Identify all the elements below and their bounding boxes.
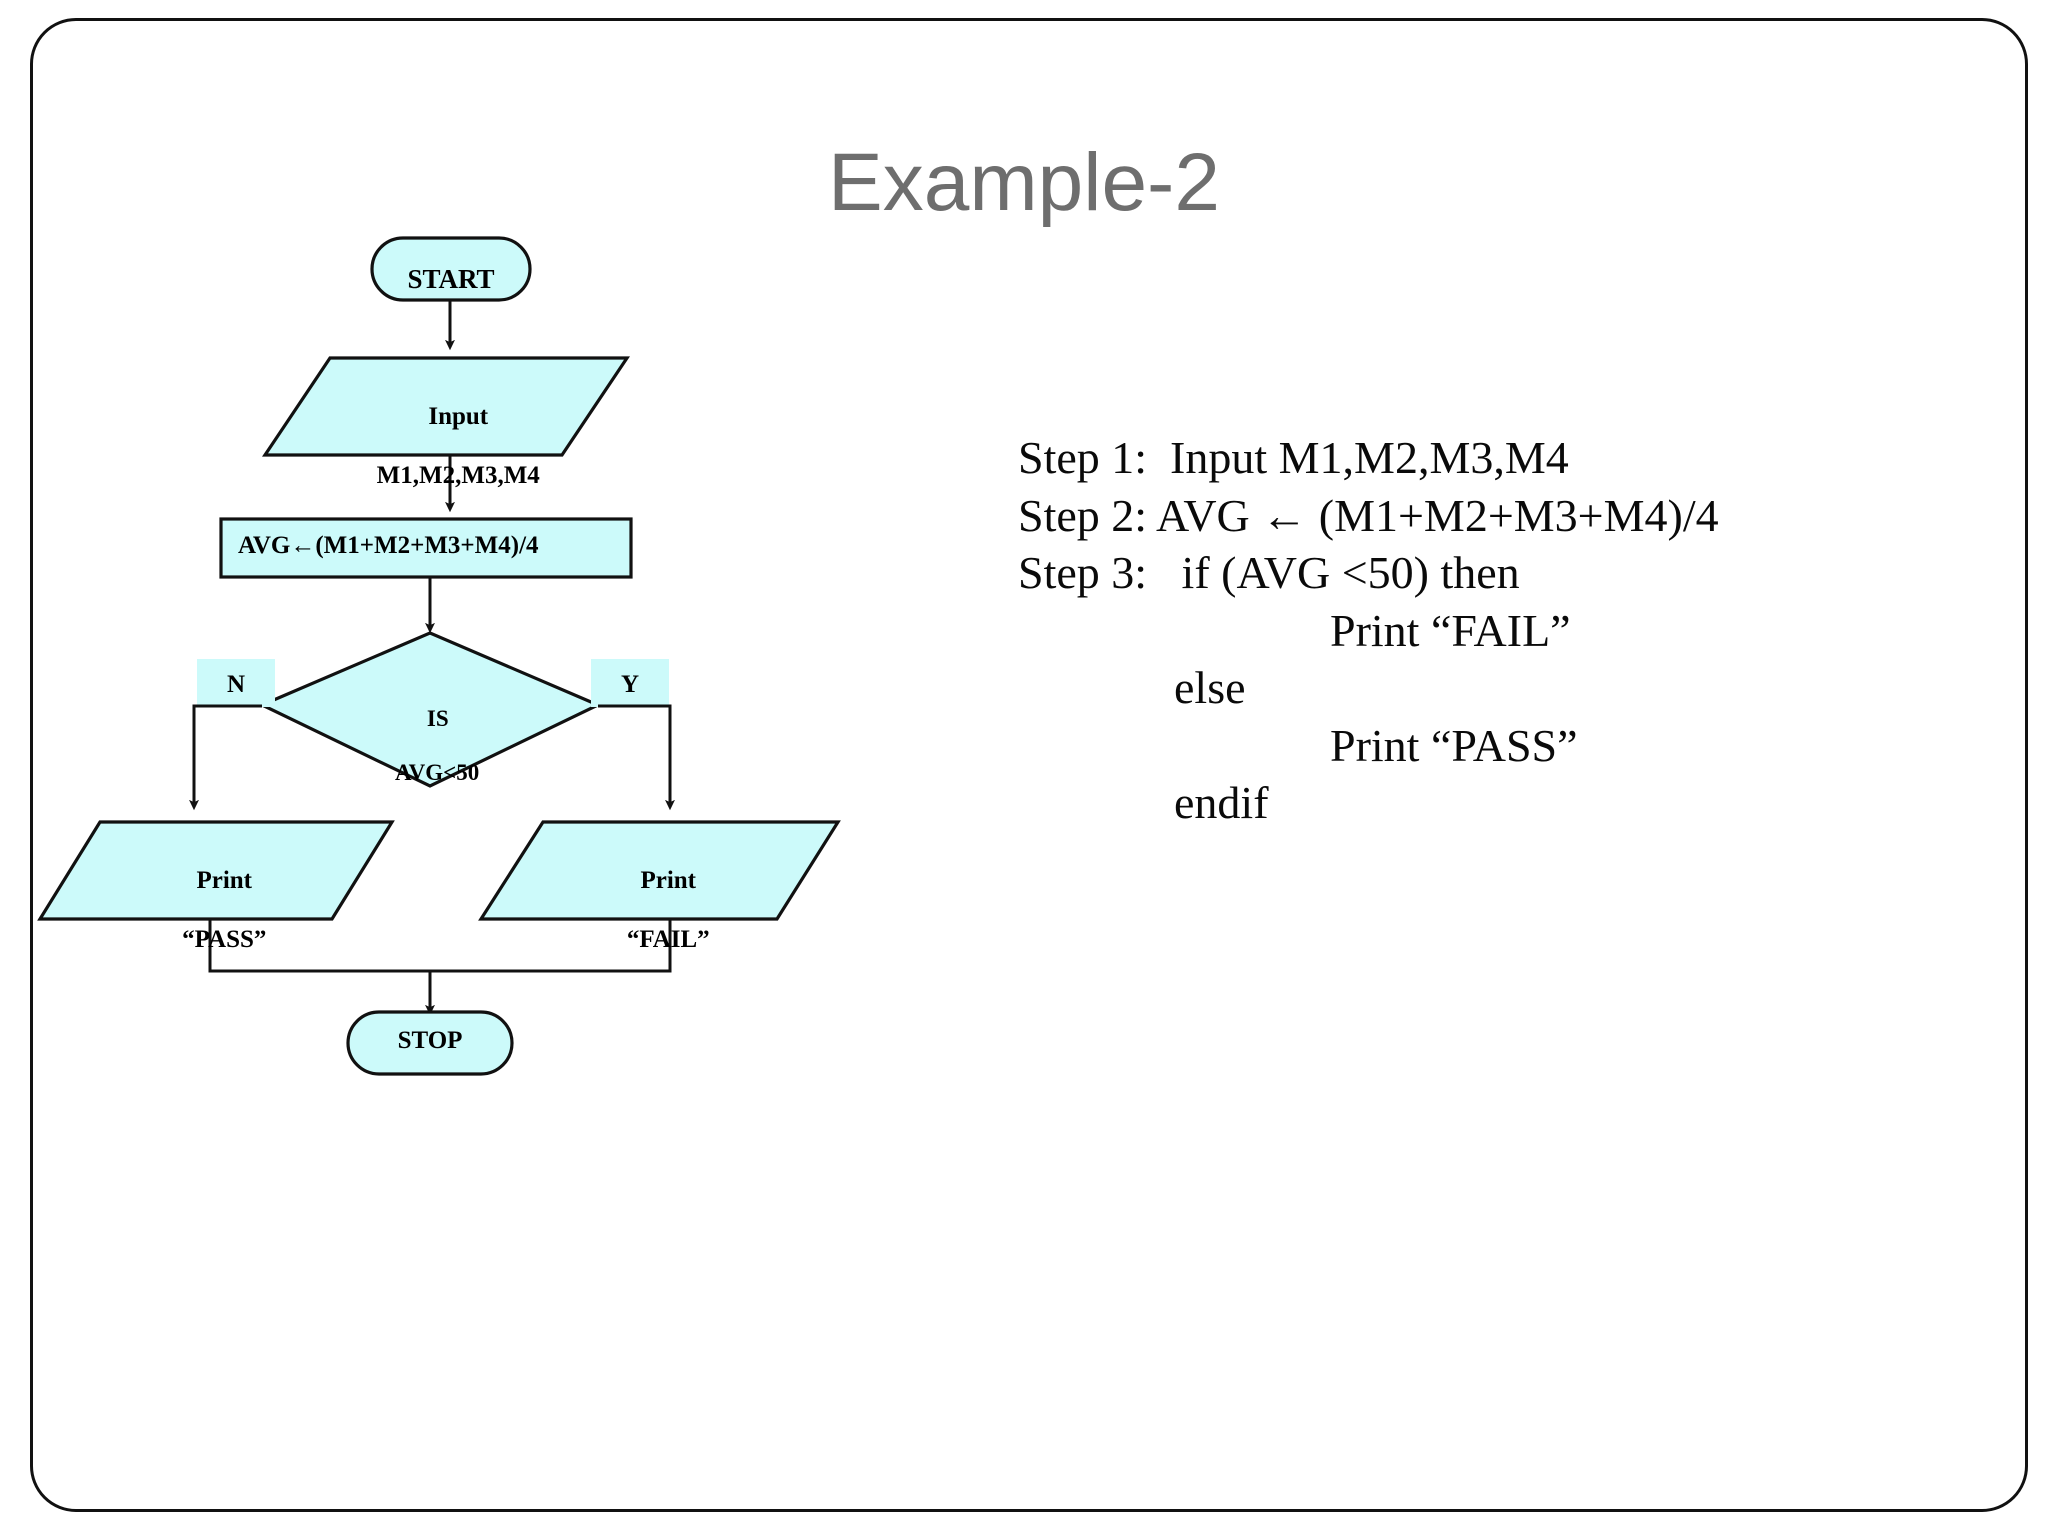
node-print-pass[interactable]: [37, 820, 395, 921]
pseudocode-line: Print “FAIL”: [1330, 604, 1571, 656]
node-process[interactable]: [219, 517, 633, 579]
node-decision[interactable]: [258, 631, 602, 788]
flowchart-diagram: [37, 236, 841, 1076]
node-print-fail[interactable]: [478, 820, 841, 921]
connector-pass-to-join: [208, 919, 430, 973]
connector-yes-branch: [598, 704, 675, 811]
pseudocode-block: Step 1: Input M1,M2,M3,M4 Step 2: AVG ← …: [1018, 432, 1998, 835]
pseudocode-line: else: [1174, 662, 1246, 714]
node-stop[interactable]: [346, 1010, 514, 1076]
node-start[interactable]: [370, 236, 532, 302]
pseudocode-line: Step 1: Input M1,M2,M3,M4: [1018, 432, 1569, 483]
pseudocode-line: Step 3: if (AVG <50) then: [1018, 547, 1520, 599]
connector-no-branch: [189, 704, 262, 811]
pseudocode-line: endif: [1174, 777, 1269, 829]
page-title: Example-2: [828, 137, 1220, 228]
pseudocode-line: Print “PASS”: [1330, 719, 1578, 771]
connector-fail-to-join: [430, 919, 672, 973]
branch-label-yes-box: [591, 659, 669, 707]
branch-label-no-box: [197, 659, 275, 707]
node-input[interactable]: [262, 356, 630, 457]
slide-frame: [30, 18, 2028, 1512]
pseudocode-line: Step 2: AVG ← (M1+M2+M3+M4)/4: [1018, 489, 1719, 541]
